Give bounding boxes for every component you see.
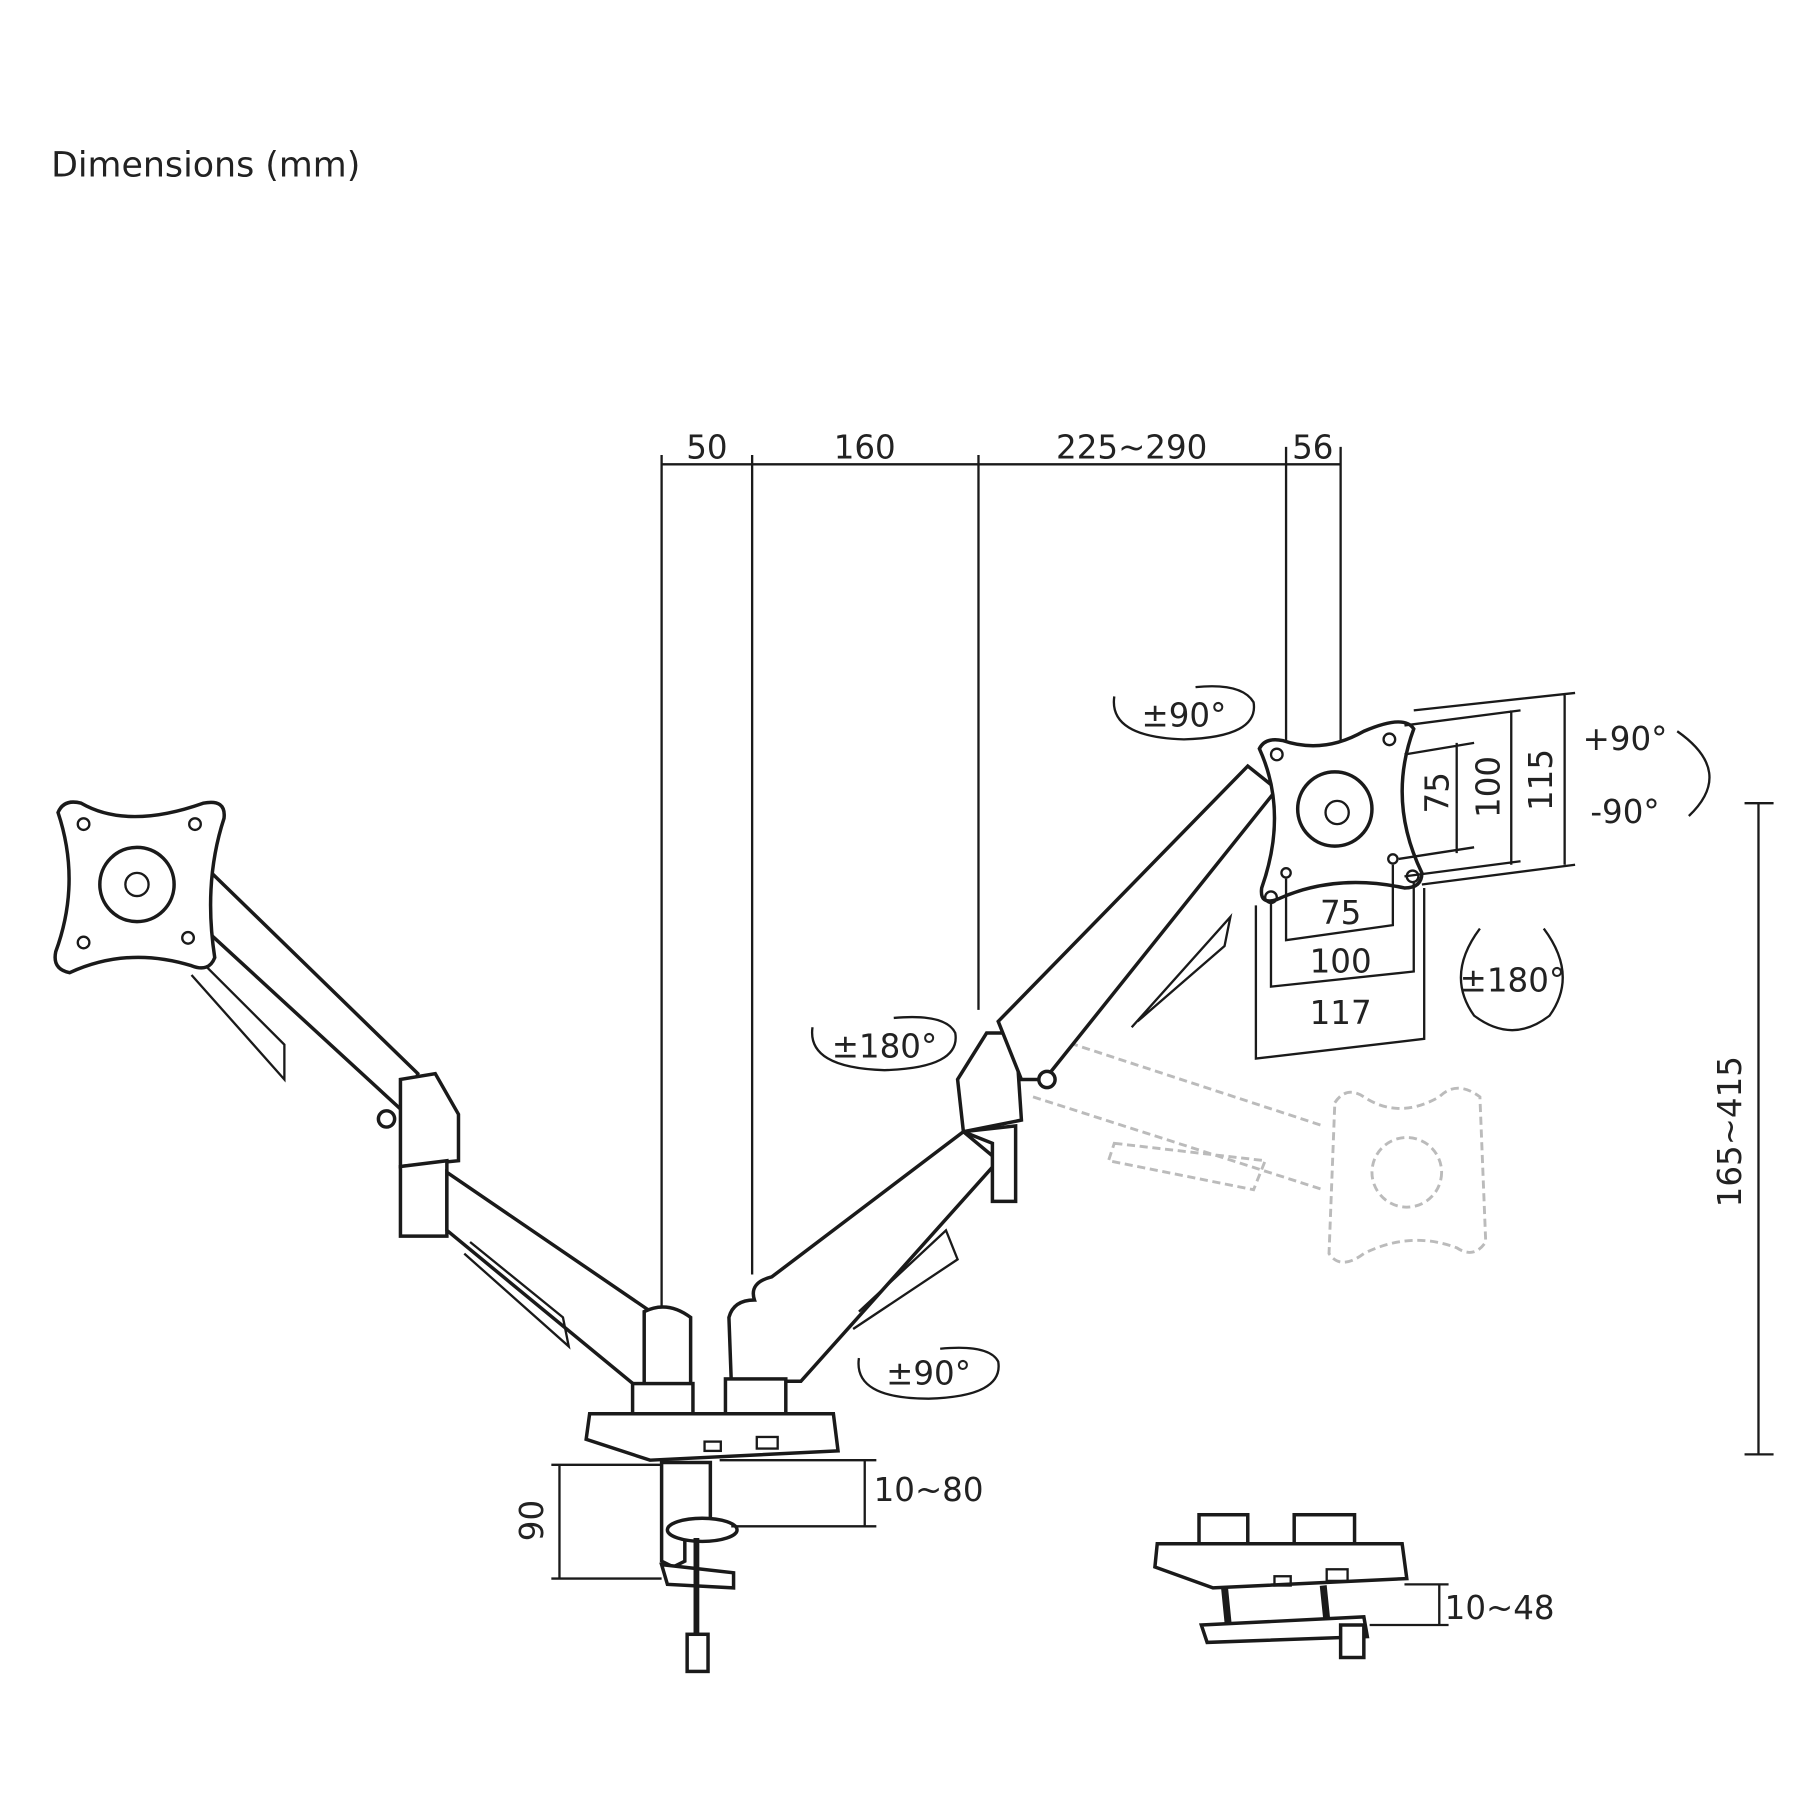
swivel-elbow-label: ±180° [832,1027,938,1065]
vesa-vertical-115: 115 [1522,749,1560,811]
clamp-range-label: 10~80 [874,1471,984,1509]
right-monitor-arm [723,720,1424,1418]
dim-56: 56 [1292,428,1333,466]
height-range-line [1744,802,1774,1456]
vesa-dimension-lines [1254,691,1576,1060]
vesa-horizontal-75: 75 [1320,894,1361,932]
height-range-label: 165~415 [1711,1056,1749,1207]
vesa-vertical-75: 75 [1419,772,1457,813]
grommet-range-line [1369,1583,1449,1627]
clamp-height-line [551,1463,662,1580]
dim-50: 50 [686,428,727,466]
vesa-horizontal-100: 100 [1310,943,1372,981]
diagram-title: Dimensions (mm) [51,145,360,185]
grommet-base [1153,1512,1409,1660]
grommet-range-label: 10~48 [1445,1589,1555,1627]
swivel-base-label: ±90° [886,1355,971,1393]
top-dimension-lines [660,446,1342,1306]
swivel-head-label: ±90° [1142,697,1227,735]
rotation-arrows [810,685,1711,1400]
tilt-down-label: -90° [1590,793,1659,831]
dim-225-290: 225~290 [1056,428,1207,466]
dim-160: 160 [834,428,896,466]
clamp-range-line [719,1459,877,1528]
tilt-up-label: +90° [1583,720,1668,758]
desk-clamp-base [584,1412,840,1674]
vesa-horizontal-117: 117 [1310,994,1372,1032]
clamp-height-label: 90 [513,1500,551,1541]
vesa-vertical-100: 100 [1470,756,1508,818]
ghost-arm-position [1020,1025,1488,1264]
left-monitor-arm [53,800,695,1421]
plate-rotation-label: ±180° [1460,961,1566,999]
